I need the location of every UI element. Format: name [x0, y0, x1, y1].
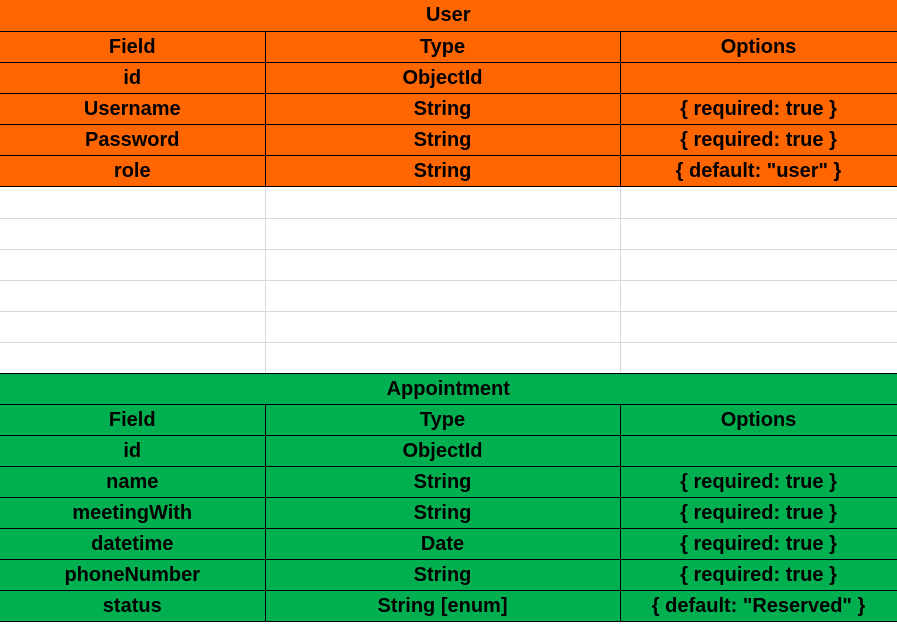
cell-field[interactable]: Username — [0, 92, 266, 125]
cell-field[interactable]: name — [0, 466, 266, 498]
table-row: status String [enum] { default: "Reserve… — [0, 590, 897, 622]
cell-options[interactable]: { required: true } — [619, 466, 897, 498]
empty-row — [0, 310, 897, 343]
empty-row — [0, 217, 897, 250]
empty-cell[interactable] — [0, 187, 266, 219]
empty-cell[interactable] — [264, 310, 621, 343]
cell-options[interactable]: { required: true } — [619, 123, 897, 156]
table-row: Password String { required: true } — [0, 123, 897, 156]
empty-cell[interactable] — [0, 341, 266, 374]
empty-cell[interactable] — [619, 279, 897, 312]
cell-type[interactable]: String — [264, 466, 621, 498]
table-row: Username String { required: true } — [0, 92, 897, 125]
column-header-field[interactable]: Field — [0, 404, 266, 436]
cell-type[interactable]: Date — [264, 528, 621, 560]
empty-cell[interactable] — [0, 248, 266, 281]
column-header-options[interactable]: Options — [619, 30, 897, 63]
empty-cell[interactable] — [0, 217, 266, 250]
empty-row — [0, 279, 897, 312]
appointment-schema-table: Appointment Field Type Options id Object… — [0, 373, 897, 622]
empty-cell[interactable] — [619, 187, 897, 219]
cell-type[interactable]: String — [264, 559, 621, 591]
user-header-row: Field Type Options — [0, 30, 897, 63]
empty-cell[interactable] — [0, 279, 266, 312]
table-row: role String { default: "user" } — [0, 154, 897, 187]
cell-type[interactable]: ObjectId — [264, 61, 621, 94]
user-title-row: User — [0, 0, 897, 32]
appointment-header-row: Field Type Options — [0, 404, 897, 436]
table-row: id ObjectId — [0, 435, 897, 467]
column-header-type[interactable]: Type — [264, 404, 621, 436]
cell-options[interactable]: { default: "user" } — [619, 154, 897, 187]
empty-row — [0, 341, 897, 374]
cell-options[interactable]: { required: true } — [619, 559, 897, 591]
cell-type[interactable]: String — [264, 154, 621, 187]
cell-options[interactable]: { required: true } — [619, 528, 897, 560]
empty-cell[interactable] — [264, 279, 621, 312]
empty-cell[interactable] — [264, 248, 621, 281]
empty-row — [0, 187, 897, 219]
table-row: meetingWith String { required: true } — [0, 497, 897, 529]
table-row: id ObjectId — [0, 61, 897, 94]
empty-cell[interactable] — [264, 187, 621, 219]
cell-type[interactable]: ObjectId — [264, 435, 621, 467]
cell-options[interactable] — [619, 61, 897, 94]
empty-cell[interactable] — [619, 341, 897, 374]
cell-options[interactable]: { default: "Reserved" } — [619, 590, 897, 622]
empty-cell[interactable] — [264, 217, 621, 250]
cell-field[interactable]: id — [0, 435, 266, 467]
cell-type[interactable]: String — [264, 497, 621, 529]
column-header-options[interactable]: Options — [619, 404, 897, 436]
cell-options[interactable]: { required: true } — [619, 497, 897, 529]
empty-row — [0, 248, 897, 281]
empty-cell[interactable] — [619, 217, 897, 250]
cell-field[interactable]: role — [0, 154, 266, 187]
column-header-type[interactable]: Type — [264, 30, 621, 63]
empty-cell[interactable] — [619, 248, 897, 281]
cell-field[interactable]: status — [0, 590, 266, 622]
appointment-table-title[interactable]: Appointment — [0, 373, 897, 405]
cell-field[interactable]: Password — [0, 123, 266, 156]
cell-field[interactable]: datetime — [0, 528, 266, 560]
table-row: datetime Date { required: true } — [0, 528, 897, 560]
cell-options[interactable]: { required: true } — [619, 92, 897, 125]
cell-type[interactable]: String — [264, 92, 621, 125]
appointment-title-row: Appointment — [0, 373, 897, 405]
cell-field[interactable]: phoneNumber — [0, 559, 266, 591]
empty-cell[interactable] — [264, 341, 621, 374]
cell-field[interactable]: id — [0, 61, 266, 94]
column-header-field[interactable]: Field — [0, 30, 266, 63]
empty-cells-grid — [0, 187, 897, 374]
empty-cell[interactable] — [619, 310, 897, 343]
cell-type[interactable]: String — [264, 123, 621, 156]
table-row: phoneNumber String { required: true } — [0, 559, 897, 591]
cell-options[interactable] — [619, 435, 897, 467]
cell-type[interactable]: String [enum] — [264, 590, 621, 622]
empty-cell[interactable] — [0, 310, 266, 343]
user-schema-table: User Field Type Options id ObjectId User… — [0, 0, 897, 187]
table-row: name String { required: true } — [0, 466, 897, 498]
cell-field[interactable]: meetingWith — [0, 497, 266, 529]
user-table-title[interactable]: User — [0, 0, 897, 32]
